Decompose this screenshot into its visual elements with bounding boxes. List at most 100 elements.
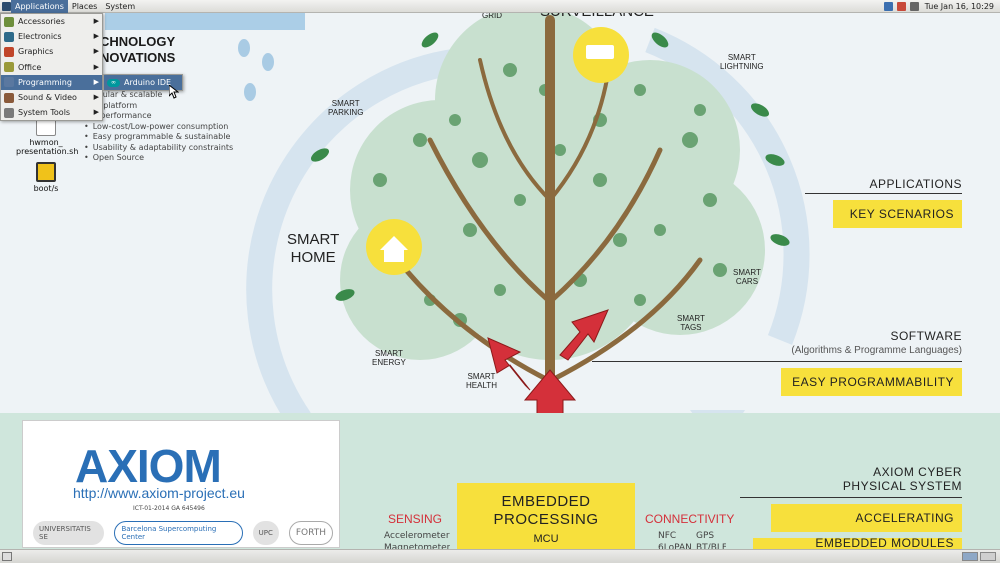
tech-title-line-2: NOVATIONS [100,50,176,65]
chevron-right-icon: ▶ [93,62,99,71]
menu-item-graphics[interactable]: Graphics ▶ [1,44,102,59]
axiom-cps-line-1: AXIOM CYBER [873,465,962,479]
tech-bullet: Open Source [84,153,233,164]
network-icon[interactable] [883,1,893,11]
label-grid: GRID [482,11,502,20]
axiom-logo-panel: AXIOM http://www.axiom-project.eu ICT-01… [22,420,340,548]
bottom-panel [0,549,1000,563]
connectivity-list: NFC GPS 6LoPAN BT/BLE [658,530,726,549]
sensing-heading: SENSING [388,512,443,526]
places-menu-button[interactable]: Places [71,1,98,11]
software-subheading: (Algorithms & Programme Languages) [791,345,962,356]
desktop-icon-label: hwmon_ [29,138,63,147]
applications-menu-icon[interactable] [2,1,11,11]
key-scenarios-box: KEY SCENARIOS [833,200,962,228]
applications-rule [805,193,962,194]
desktop-icon-boot[interactable]: boot/s [16,162,76,193]
show-desktop-button[interactable] [2,552,12,561]
keyboard-layout-icon[interactable] [896,1,906,11]
connectivity-item: NFC [658,531,677,541]
menu-item-label: System Tools [18,108,71,118]
menu-item-programming[interactable]: Programming ▶ [1,74,102,90]
connectivity-item: BT/BLE [696,543,726,549]
menu-item-sound-video[interactable]: Sound & Video ▶ [1,90,102,105]
sensing-list: Accelerometer Magnetometer [384,530,450,549]
tech-bullet: Usability & adaptability constraints [84,143,233,154]
menu-item-label: Office [18,62,42,72]
axiom-cps-rule [740,497,962,498]
mouse-cursor-icon [169,85,179,99]
menu-item-label: Accessories [18,17,65,27]
connectivity-heading: CONNECTIVITY [645,512,735,526]
accessories-icon [4,16,14,27]
programming-icon [4,77,14,88]
sound-video-icon [4,92,14,103]
applications-heading: APPLICATIONS [869,177,962,191]
workspace-switcher[interactable] [962,552,996,561]
programming-submenu: ∞ Arduino IDE [103,74,183,91]
chevron-right-icon: ▶ [93,92,99,101]
software-rule [592,361,962,362]
menu-item-electronics[interactable]: Electronics ▶ [1,29,102,44]
connectivity-item: 6LoPAN [658,543,692,549]
partner-logo: FORTH [288,521,333,545]
tech-bullet-list: odular & scalable lti-platform h perform… [84,90,233,164]
desktop-icon-hwmon-presentation[interactable]: hwmon_ presentation.sh [16,116,79,156]
sensing-item: Magnetometer [384,543,451,549]
menu-item-label: Programming [18,77,72,87]
tech-bullet: Easy programmable & sustainable [84,132,233,143]
menu-item-label: Arduino IDE [124,78,172,87]
tech-title-line-1: CHNOLOGY [100,34,176,49]
axiom-cps-heading: AXIOM CYBER PHYSICAL SYSTEM [843,465,962,493]
menu-item-system-tools[interactable]: System Tools ▶ [1,105,102,120]
system-tools-icon [4,107,14,118]
tech-innovations-title: CHNOLOGY NOVATIONS [100,34,175,66]
axiom-url: http://www.axiom-project.eu [73,485,245,501]
menu-item-accessories[interactable]: Accessories ▶ [1,14,102,29]
tech-bullet: odular & scalable [84,90,233,101]
tech-bullet: h performance [84,111,233,122]
menu-item-arduino-ide[interactable]: ∞ Arduino IDE [104,75,182,90]
axiom-logo: AXIOM [75,440,222,492]
desktop-icon-label: boot/s [33,184,59,193]
graphics-icon [4,46,14,57]
tech-bullet: lti-platform [84,101,233,112]
workspace-1[interactable] [962,552,978,561]
clock[interactable]: Tue Jan 16, 10:29 [924,1,994,11]
axiom-cps-line-2: PHYSICAL SYSTEM [842,479,962,493]
partner-logo: UNIVERSITATIS SE [33,521,105,545]
accelerating-functions-box: ACCELERATING FUNCTIONS [771,504,962,553]
applications-menu-button[interactable]: Applications [11,0,68,13]
chevron-right-icon: ▶ [93,47,99,56]
tech-bullet: Low-cost/Low-power consumption [84,122,233,133]
volume-icon[interactable] [909,1,919,11]
easy-programmability-box: EASY PROGRAMMABILITY [781,368,962,396]
electronics-icon [4,31,14,42]
connectivity-item: GPS [696,531,715,541]
axiom-grant: ICT-01-2014 GA 645496 [133,505,205,512]
chevron-right-icon: ▶ [93,77,99,86]
chevron-right-icon: ▶ [93,108,99,117]
sensing-item: Accelerometer [384,531,450,541]
menu-item-label: Electronics [18,32,62,42]
applications-menu: Accessories ▶ Electronics ▶ Graphics ▶ O… [0,13,103,122]
desktop-icon-label: presentation.sh [16,147,79,156]
top-panel: Applications Places System Tue Jan 16, 1… [0,0,1000,13]
menu-item-office[interactable]: Office ▶ [1,60,102,75]
workspace-2[interactable] [980,552,996,561]
system-menu-button[interactable]: System [105,1,136,11]
chevron-right-icon: ▶ [93,17,99,25]
drive-icon [36,162,56,182]
software-heading: SOFTWARE [890,329,962,343]
embedded-modules-box: EMBEDDED MODULES SYSTEM [753,538,962,549]
chevron-right-icon: ▶ [93,32,99,41]
